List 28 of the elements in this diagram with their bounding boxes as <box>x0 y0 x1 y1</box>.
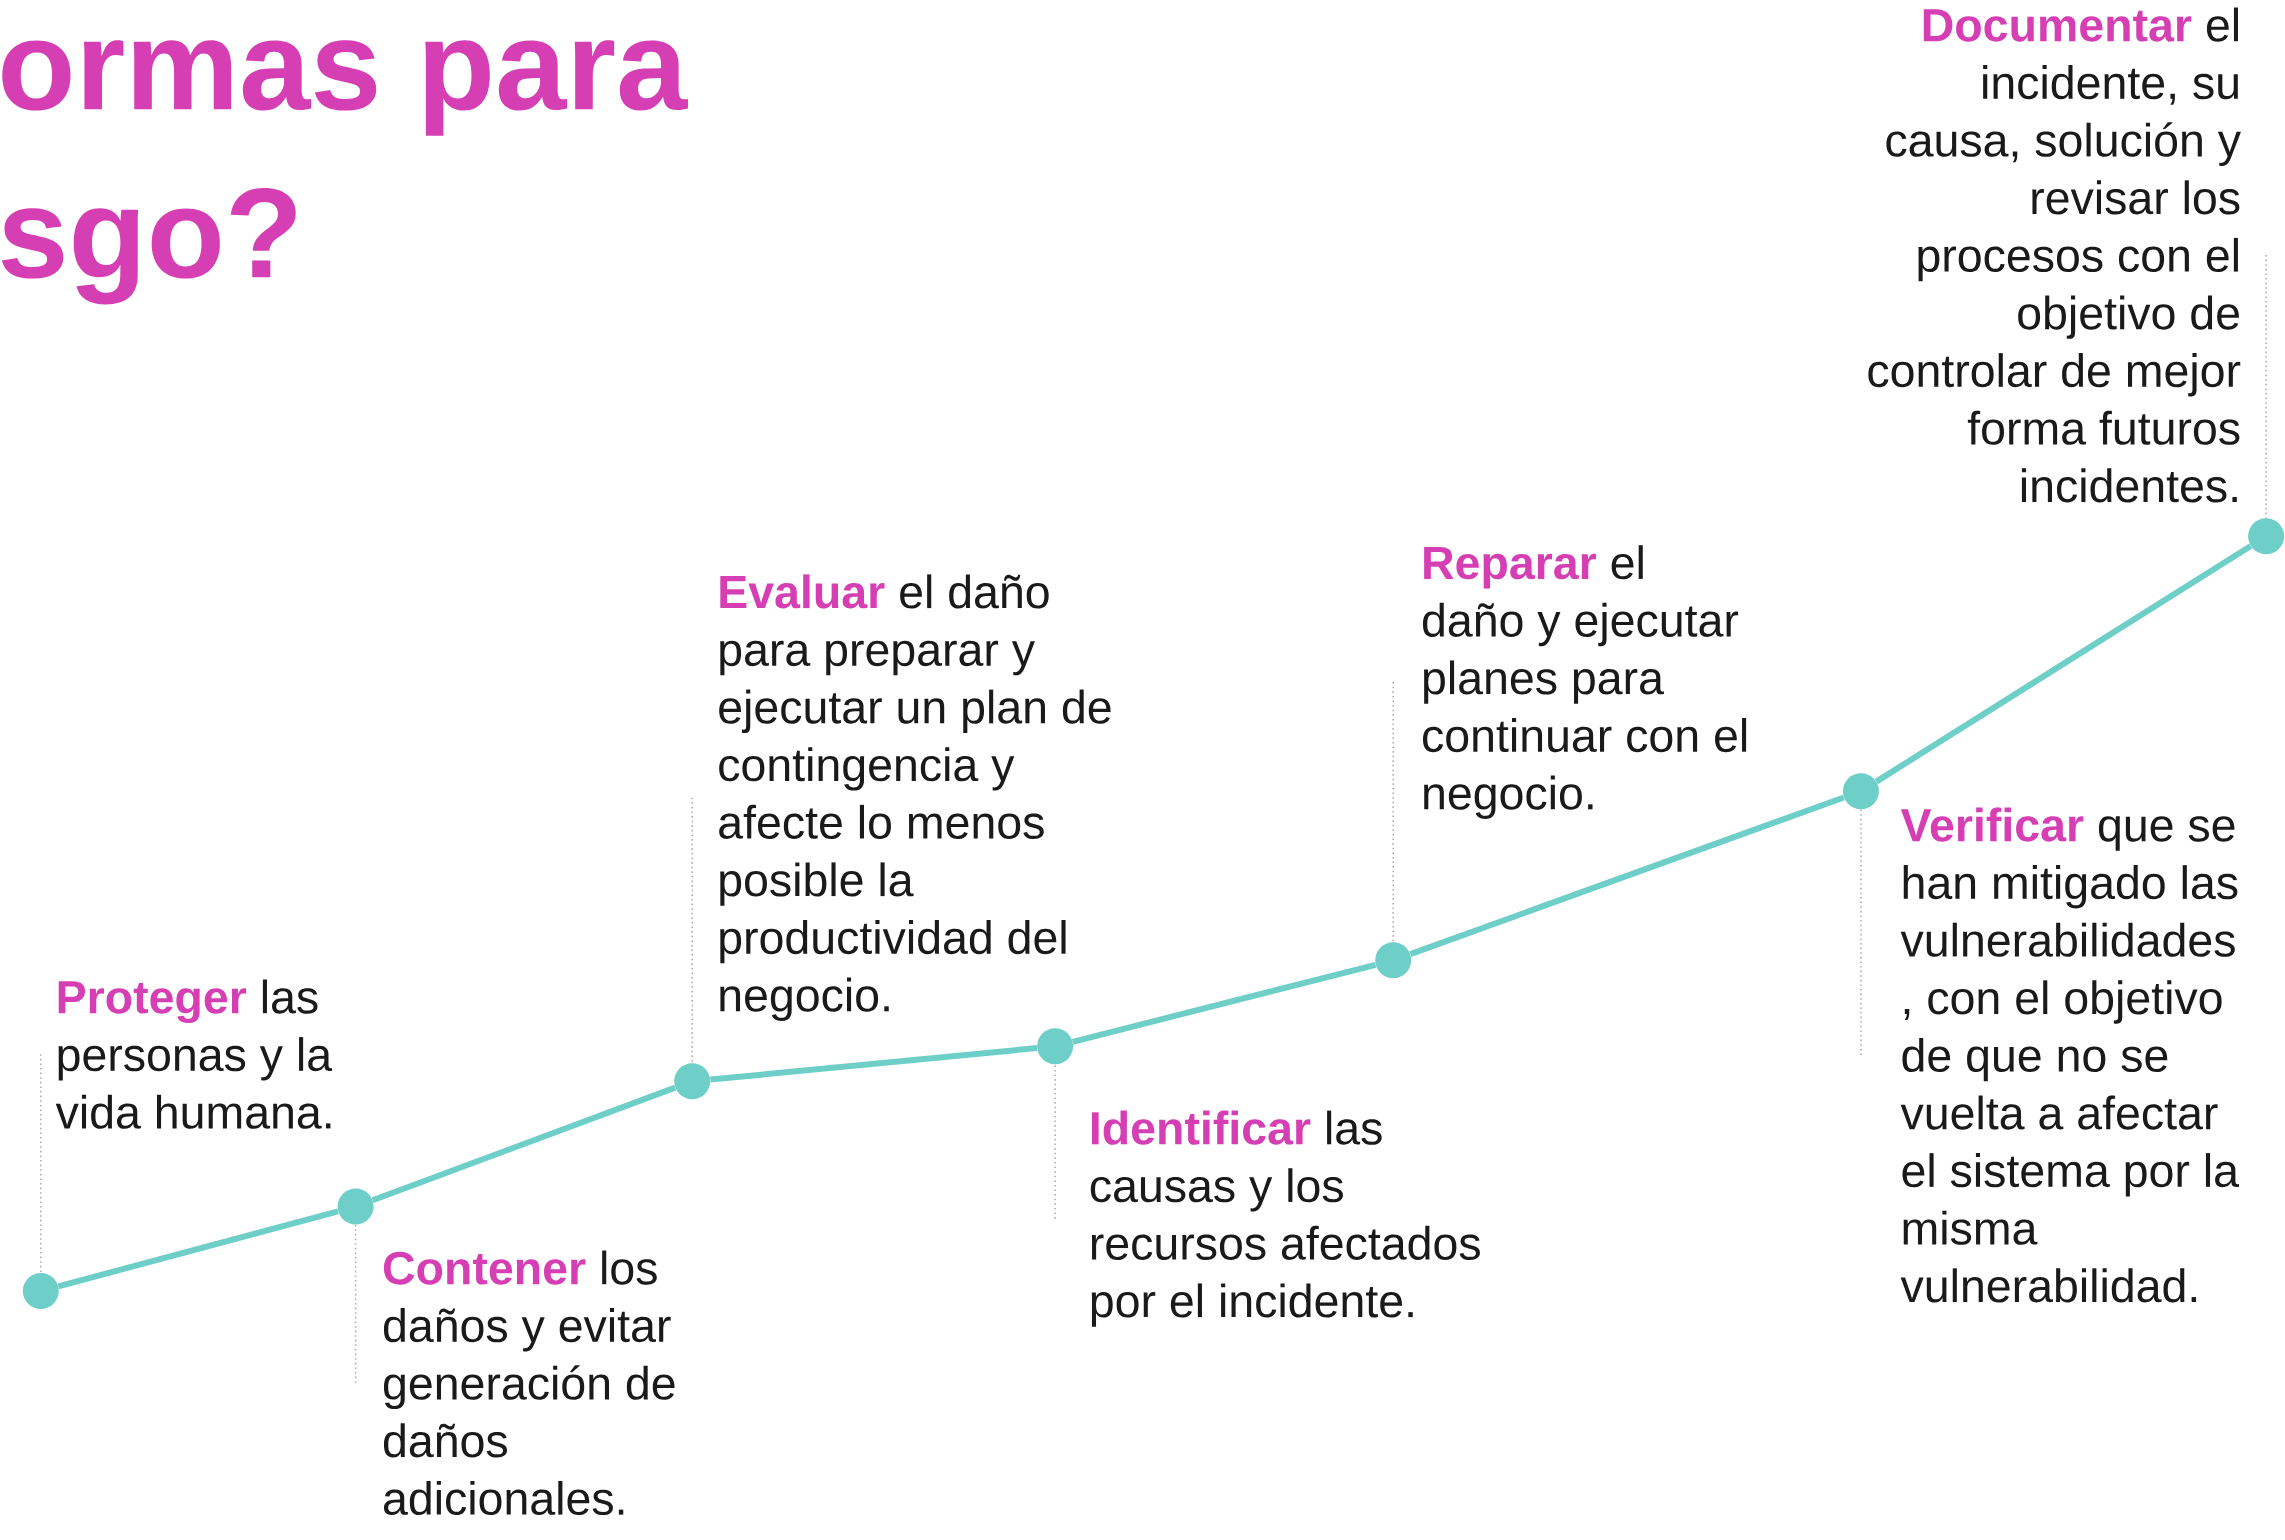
step-description: Identificar las causas y los recursos afectados por el incidente. <box>1090 1110 1480 1327</box>
timeline-line <box>57 1208 339 1290</box>
step-description: Verificar que se han mitigado las vulnerabilidades , con el objetivo de que no se vuelta a afectar el sistema por la misma vulnerabilidad. <box>1900 807 2239 1303</box>
leader-line <box>2265 254 2267 519</box>
leader-line <box>1860 808 1862 1056</box>
timeline-line <box>710 1045 1038 1083</box>
leader-line <box>40 1053 42 1274</box>
timeline-dot <box>1037 1028 1074 1065</box>
timeline-dot <box>337 1188 374 1225</box>
step-description: Documentar el incidente, su causa, solución y revisar los procesos con el objetivo de controlar de mejor forma futuros incidentes. <box>1868 7 2241 503</box>
timeline-line <box>1072 961 1377 1045</box>
timeline-line <box>1409 794 1845 957</box>
step-description: Reparar el daño y ejecutar planes para continuar con el negocio. <box>1423 545 1747 819</box>
timeline-line <box>1874 543 2253 785</box>
step-description: Contener los daños y evitar generación de daños adicionales. <box>383 1250 675 1516</box>
timeline-dot <box>1375 942 1412 979</box>
leader-line <box>691 796 693 1064</box>
heading: ormas para sgo? <box>1 40 689 305</box>
timeline-dot <box>674 1063 711 1100</box>
leader-line <box>1392 681 1394 943</box>
timeline-dot <box>22 1273 59 1310</box>
timeline-dot <box>2248 518 2285 555</box>
timeline-dot <box>1842 773 1879 810</box>
step-description: Proteger las personas y la vida humana. <box>55 979 333 1129</box>
timeline-line <box>371 1084 677 1204</box>
step-description: Evaluar el daño para preparar y ejecutar un plan de contingencia y afecte lo menos posible la productividad del negocio. <box>719 574 1111 1021</box>
leader-line <box>1054 1063 1056 1220</box>
leader-line <box>354 1224 357 1384</box>
